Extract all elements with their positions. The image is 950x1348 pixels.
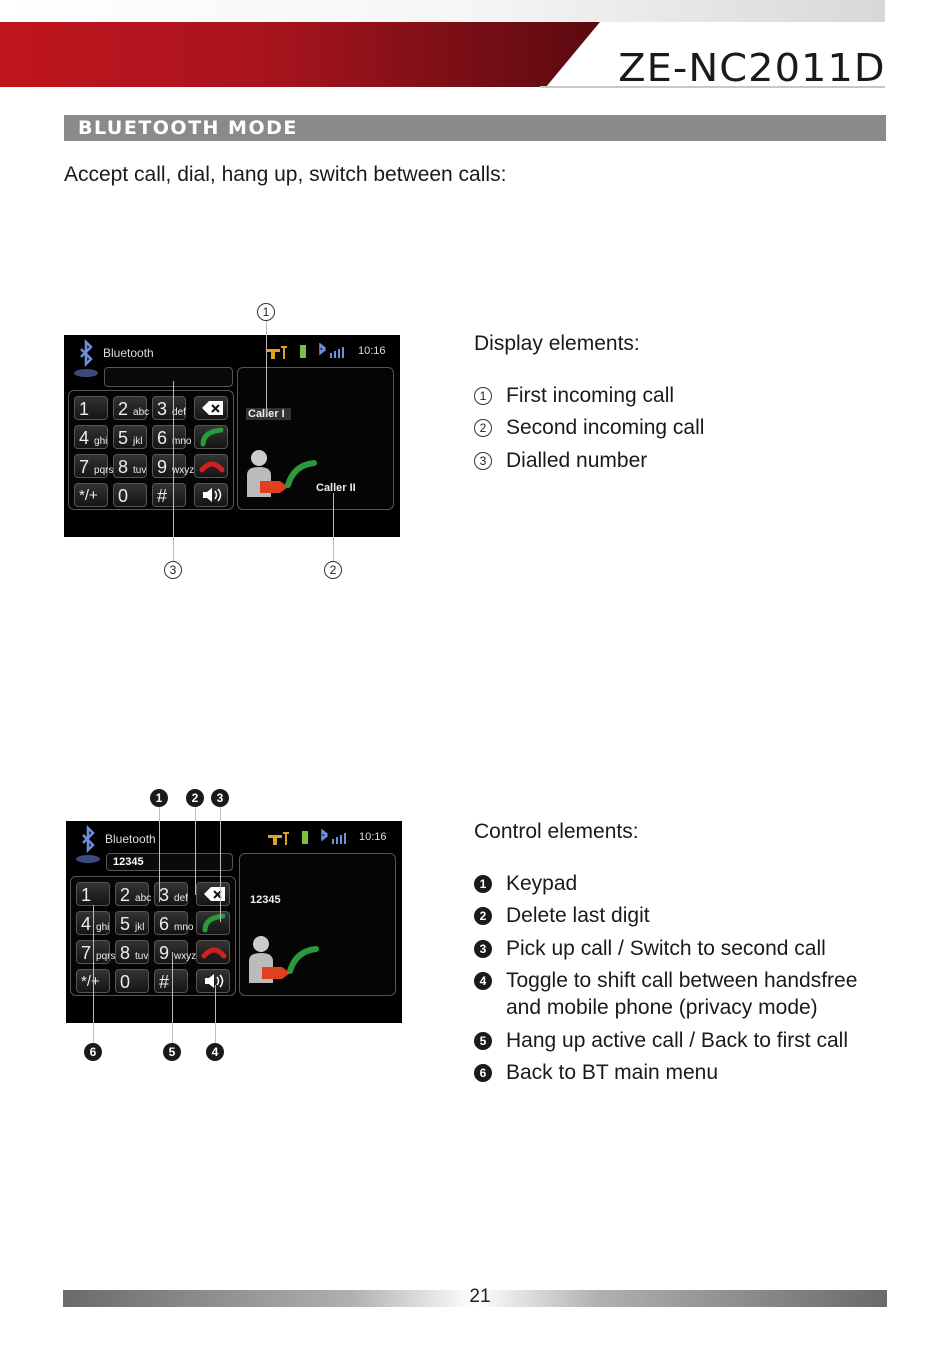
header-red-band [0, 22, 600, 87]
clock: 10:16 [358, 345, 386, 357]
status-icons [266, 828, 356, 845]
model-name: ZE-NC2011D [618, 46, 886, 90]
key-star[interactable]: */+ [74, 483, 108, 507]
display-elements-heading: Display elements: [474, 332, 640, 355]
screenshot-display-elements: Bluetooth 10:16 1 2 abc 3 def 4 ghi 5 jk… [64, 335, 400, 537]
dialled-number: 12345 [250, 894, 281, 906]
footer-bar [63, 1290, 887, 1307]
screen-title: Bluetooth [103, 346, 154, 360]
number-input[interactable] [104, 367, 233, 387]
callout-5-dot: 5 [163, 1043, 181, 1061]
keypad: 1 2 abc 3 def 4 ghi 5 jkl 6 mno 7 pqrs 8… [74, 396, 234, 511]
backspace-icon[interactable] [194, 396, 228, 420]
section-title: BLUETOOTH MODE [78, 117, 298, 139]
speaker-icon[interactable] [196, 969, 230, 993]
key-8[interactable]: 8 tuv [115, 940, 149, 964]
caller-2-label: Caller II [316, 482, 356, 494]
key-5[interactable]: 5 jkl [115, 911, 149, 935]
callout-3-circle: 3 [164, 561, 182, 579]
clock: 10:16 [359, 831, 387, 843]
key-7[interactable]: 7 pqrs [74, 454, 113, 478]
screenshot-control-elements: Bluetooth 10:16 12345 1 2 abc 3 def 4 gh… [66, 821, 402, 1023]
control-elements-heading: Control elements: [474, 820, 639, 843]
callout-2-dot: 2 [186, 789, 204, 807]
key-9[interactable]: 9 wxyz [152, 454, 194, 478]
key-3[interactable]: 3 def [152, 396, 186, 420]
screen-title: Bluetooth [105, 832, 156, 846]
callout-1-circle: 1 [257, 303, 275, 321]
key-6[interactable]: 6 mno [152, 425, 191, 449]
key-0[interactable]: 0 [113, 483, 147, 507]
bluetooth-icon [72, 338, 100, 379]
key-1[interactable]: 1 [76, 882, 110, 906]
backspace-icon[interactable] [196, 882, 230, 906]
header-stripe [0, 0, 885, 22]
callout-2-circle: 2 [324, 561, 342, 579]
key-9[interactable]: 9 wxyz [154, 940, 196, 964]
key-0[interactable]: 0 [115, 969, 149, 993]
caller-avatar-icon [244, 447, 324, 499]
key-1[interactable]: 1 [74, 396, 108, 420]
speaker-icon[interactable] [194, 483, 228, 507]
hangup-icon[interactable] [196, 940, 230, 964]
callout-6-dot: 6 [84, 1043, 102, 1061]
caller-1-label: Caller I [246, 408, 291, 420]
pickup-icon[interactable] [194, 425, 228, 449]
intro-text: Accept call, dial, hang up, switch betwe… [64, 163, 507, 186]
keypad: 1 2 abc 3 def 4 ghi 5 jkl 6 mno 7 pqrs 8… [76, 882, 236, 997]
key-2[interactable]: 2 abc [115, 882, 151, 906]
caller-avatar-icon [246, 933, 326, 985]
page-number: 21 [469, 1286, 491, 1307]
key-hash[interactable]: # [152, 483, 186, 507]
hangup-icon[interactable] [194, 454, 228, 478]
header-rule [540, 86, 885, 88]
key-hash[interactable]: # [154, 969, 188, 993]
status-icons [264, 342, 354, 359]
callout-1-dot: 1 [150, 789, 168, 807]
callout-3-dot: 3 [211, 789, 229, 807]
key-5[interactable]: 5 jkl [113, 425, 147, 449]
callout-4-dot: 4 [206, 1043, 224, 1061]
bluetooth-icon [74, 824, 102, 865]
key-8[interactable]: 8 tuv [113, 454, 147, 478]
pickup-icon[interactable] [196, 911, 230, 935]
key-4[interactable]: 4 ghi [74, 425, 108, 449]
number-input[interactable]: 12345 [106, 853, 233, 871]
key-2[interactable]: 2 abc [113, 396, 149, 420]
key-6[interactable]: 6 mno [154, 911, 193, 935]
section-bar [64, 115, 886, 141]
